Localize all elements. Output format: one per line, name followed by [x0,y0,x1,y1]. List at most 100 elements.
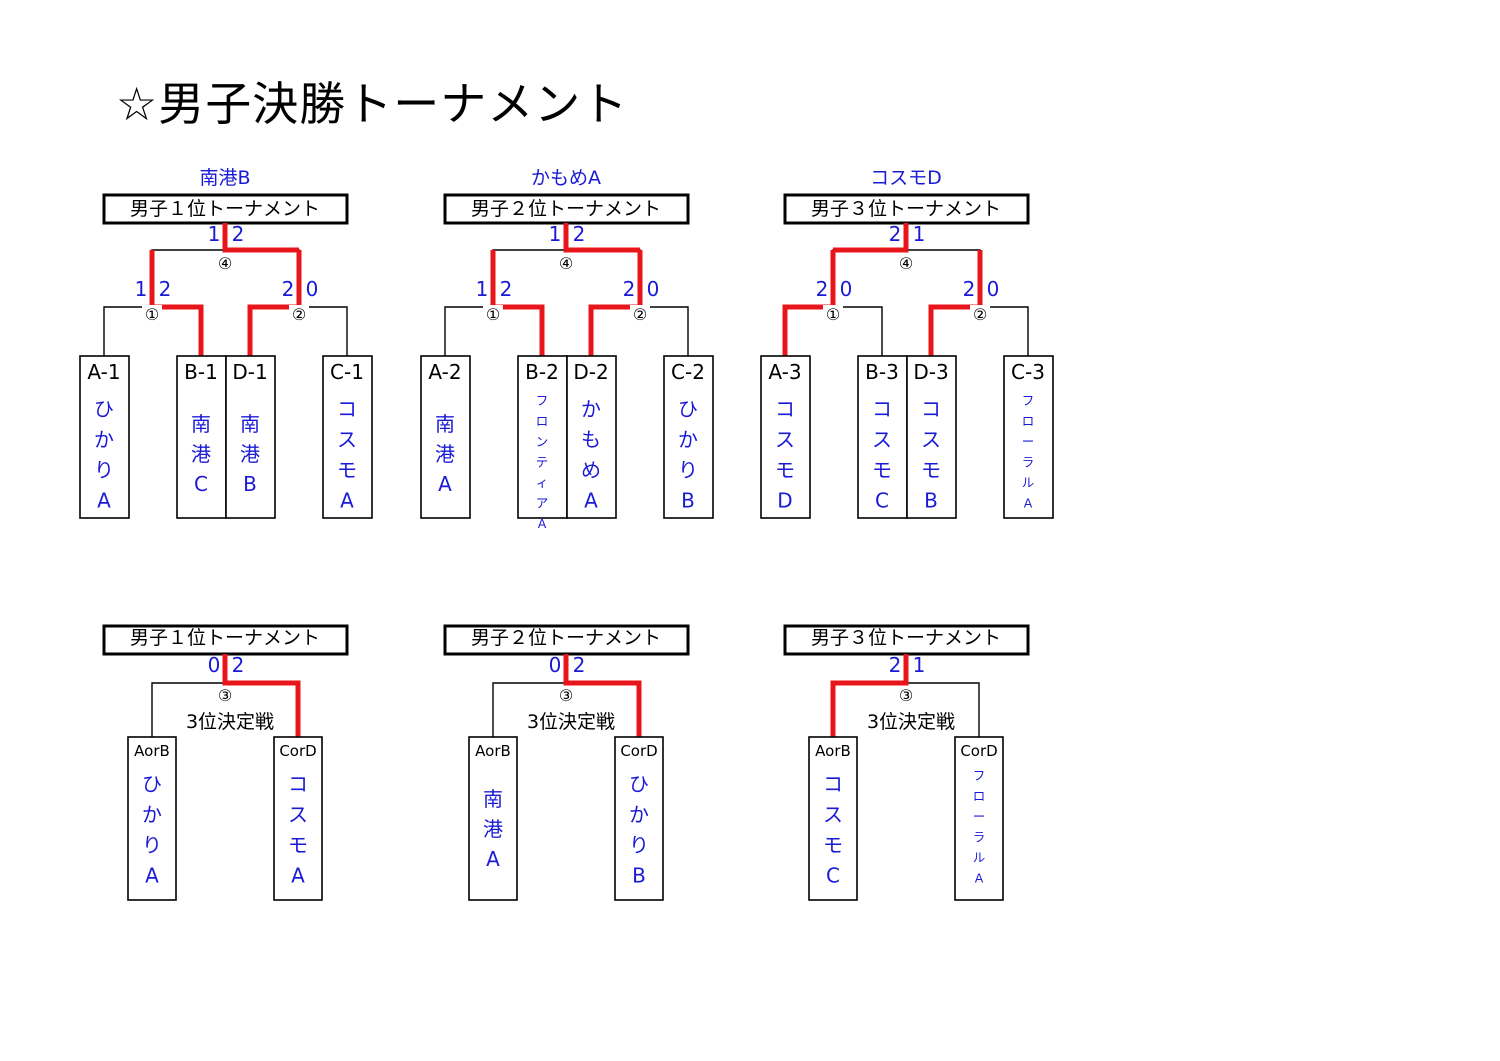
third-score-left: 0 [549,653,562,677]
team-name-char: 南 [435,412,455,436]
semi-score-left: 2 [282,277,295,301]
slot-label: AorB [134,742,170,760]
team-name-char: コ [337,397,357,421]
match-num-bg [970,305,990,322]
win-path-semi [149,250,204,356]
team-name-char: 南 [191,412,211,436]
final-score-right: 1 [913,222,926,246]
team-name-char: B [632,864,646,888]
semi-score-right: 0 [647,277,660,301]
match-label: 3位決定戦 [527,711,615,733]
slot-label: CorD [620,742,657,760]
semi-score-right: 0 [987,277,1000,301]
bracket-header-box [783,624,1030,656]
slot-label: D-3 [913,360,948,384]
team-name-char: 港 [483,817,503,841]
team-name-char: ア [536,496,549,511]
win-path-third [830,654,909,737]
slot-label: A-3 [768,360,801,384]
team-name-char: C [194,472,208,496]
bracket-header: 男子２位トーナメント [471,198,661,220]
match-num-bg [142,305,162,322]
team-name-char: ス [872,428,892,452]
team-name-char: コ [872,397,892,421]
team-slot-box [79,355,130,519]
slot-label: CorD [279,742,316,760]
team-name-char: ル [1022,475,1035,490]
slot-label: C-1 [330,360,364,384]
slot-label: D-2 [573,360,608,384]
team-name-char: か [94,428,114,452]
team-name-char: ス [823,803,843,827]
team-name-char: A [340,489,354,513]
slot-label: B-3 [865,360,899,384]
final-score-right: 2 [573,222,586,246]
match-num-bg [630,305,650,322]
final-score-left: 1 [549,222,562,246]
semi-score-left: 1 [476,277,489,301]
semi-score-right: 2 [500,277,513,301]
bracket-header-box [783,193,1030,225]
team-name-char: A [486,847,500,871]
team-name-char: ー [1022,434,1035,449]
team-name-char: A [975,871,984,886]
match-number: ① [486,305,500,324]
team-name-char: A [538,516,547,531]
team-name-char: ス [288,803,308,827]
semi-score-right: 2 [159,277,172,301]
match-number: ① [826,305,840,324]
team-name-char: B [924,489,938,513]
slot-label: CorD [960,742,997,760]
page-title: ☆男子決勝トーナメント [116,77,629,131]
team-name-char: ー [973,809,986,824]
team-slot-box [954,736,1004,901]
match-num-bg [215,686,235,703]
final-score-right: 2 [232,222,245,246]
semi-score-left: 2 [963,277,976,301]
team-name-char: モ [288,833,308,857]
slot-label: AorB [815,742,851,760]
team-name-char: A [584,489,598,513]
team-name-char: C [875,489,889,513]
team-name-char: ル [973,850,986,865]
win-path-third [563,654,642,737]
team-name-char: ひ [94,397,114,421]
team-name-char: テ [536,455,549,470]
team-slot-box [614,736,664,901]
win-path-final [563,223,640,253]
semi-score-right: 0 [840,277,853,301]
match-number: ② [292,305,306,324]
team-name-char: ひ [142,772,162,796]
team-name-char: ひ [629,772,649,796]
match-number: ① [145,305,159,324]
match-number: ③ [899,686,913,705]
team-name-char: ラ [973,830,986,845]
bracket-header-box [102,624,349,656]
team-name-char: コ [823,772,843,796]
team-name-char: フ [1022,393,1035,408]
slot-label: A-1 [87,360,120,384]
third-score-left: 2 [889,653,902,677]
match-number: ④ [899,254,913,273]
team-slot-box [322,355,373,519]
win-path-final [222,223,299,253]
match-number: ④ [559,254,573,273]
team-name-char: り [94,458,114,482]
team-name-char: 南 [483,787,503,811]
team-name-char: か [581,397,601,421]
slot-label: B-2 [525,360,559,384]
team-name-char: コ [921,397,941,421]
team-name-char: か [142,803,162,827]
team-slot-box [760,355,811,519]
final-score-left: 1 [208,222,221,246]
win-path-semi [490,250,545,356]
match-number: ② [973,305,987,324]
match-num-bg [556,254,576,272]
third-score-left: 0 [208,653,221,677]
team-name-char: A [145,864,159,888]
slot-label: C-2 [671,360,705,384]
win-path-third [222,654,301,737]
